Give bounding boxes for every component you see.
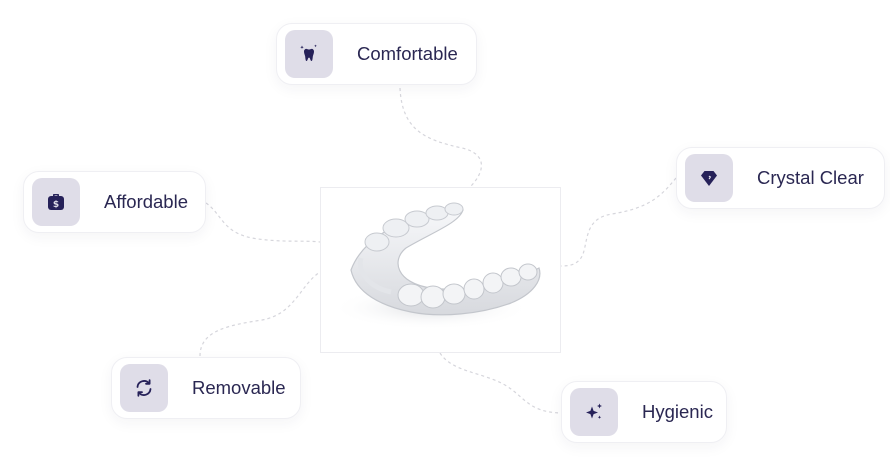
feature-card-affordable: $ Affordable (23, 171, 206, 233)
connector-hygienic (439, 352, 562, 414)
connector-affordable (205, 202, 321, 243)
feature-label-crystal-clear: Crystal Clear (757, 167, 864, 188)
tooth-sparkle-icon (300, 44, 317, 61)
feature-card-comfortable: Comfortable (276, 23, 477, 85)
money-bag-icon: $ (48, 194, 64, 210)
clear-aligner-image (331, 202, 541, 330)
connector-crystal-clear (560, 177, 677, 267)
diamond-icon (701, 171, 717, 186)
icon-container (570, 388, 618, 436)
icon-container (285, 30, 333, 78)
feature-label-affordable: Affordable (104, 191, 188, 212)
feature-label-removable: Removable (192, 377, 286, 398)
sparkle-icon (586, 403, 602, 419)
icon-container (685, 154, 733, 202)
icon-container: $ (32, 178, 80, 226)
feature-card-hygienic: Hygienic (561, 381, 727, 443)
aligner-photo (320, 187, 561, 353)
feature-card-removable: Removable (111, 357, 301, 419)
icon-container (120, 364, 168, 412)
refresh-icon (136, 379, 152, 397)
svg-text:$: $ (53, 200, 59, 210)
feature-label-hygienic: Hygienic (642, 401, 713, 422)
feature-card-crystal-clear: Crystal Clear (676, 147, 885, 209)
connector-removable (199, 271, 321, 357)
feature-label-comfortable: Comfortable (357, 43, 458, 64)
connector-comfortable (399, 87, 482, 188)
